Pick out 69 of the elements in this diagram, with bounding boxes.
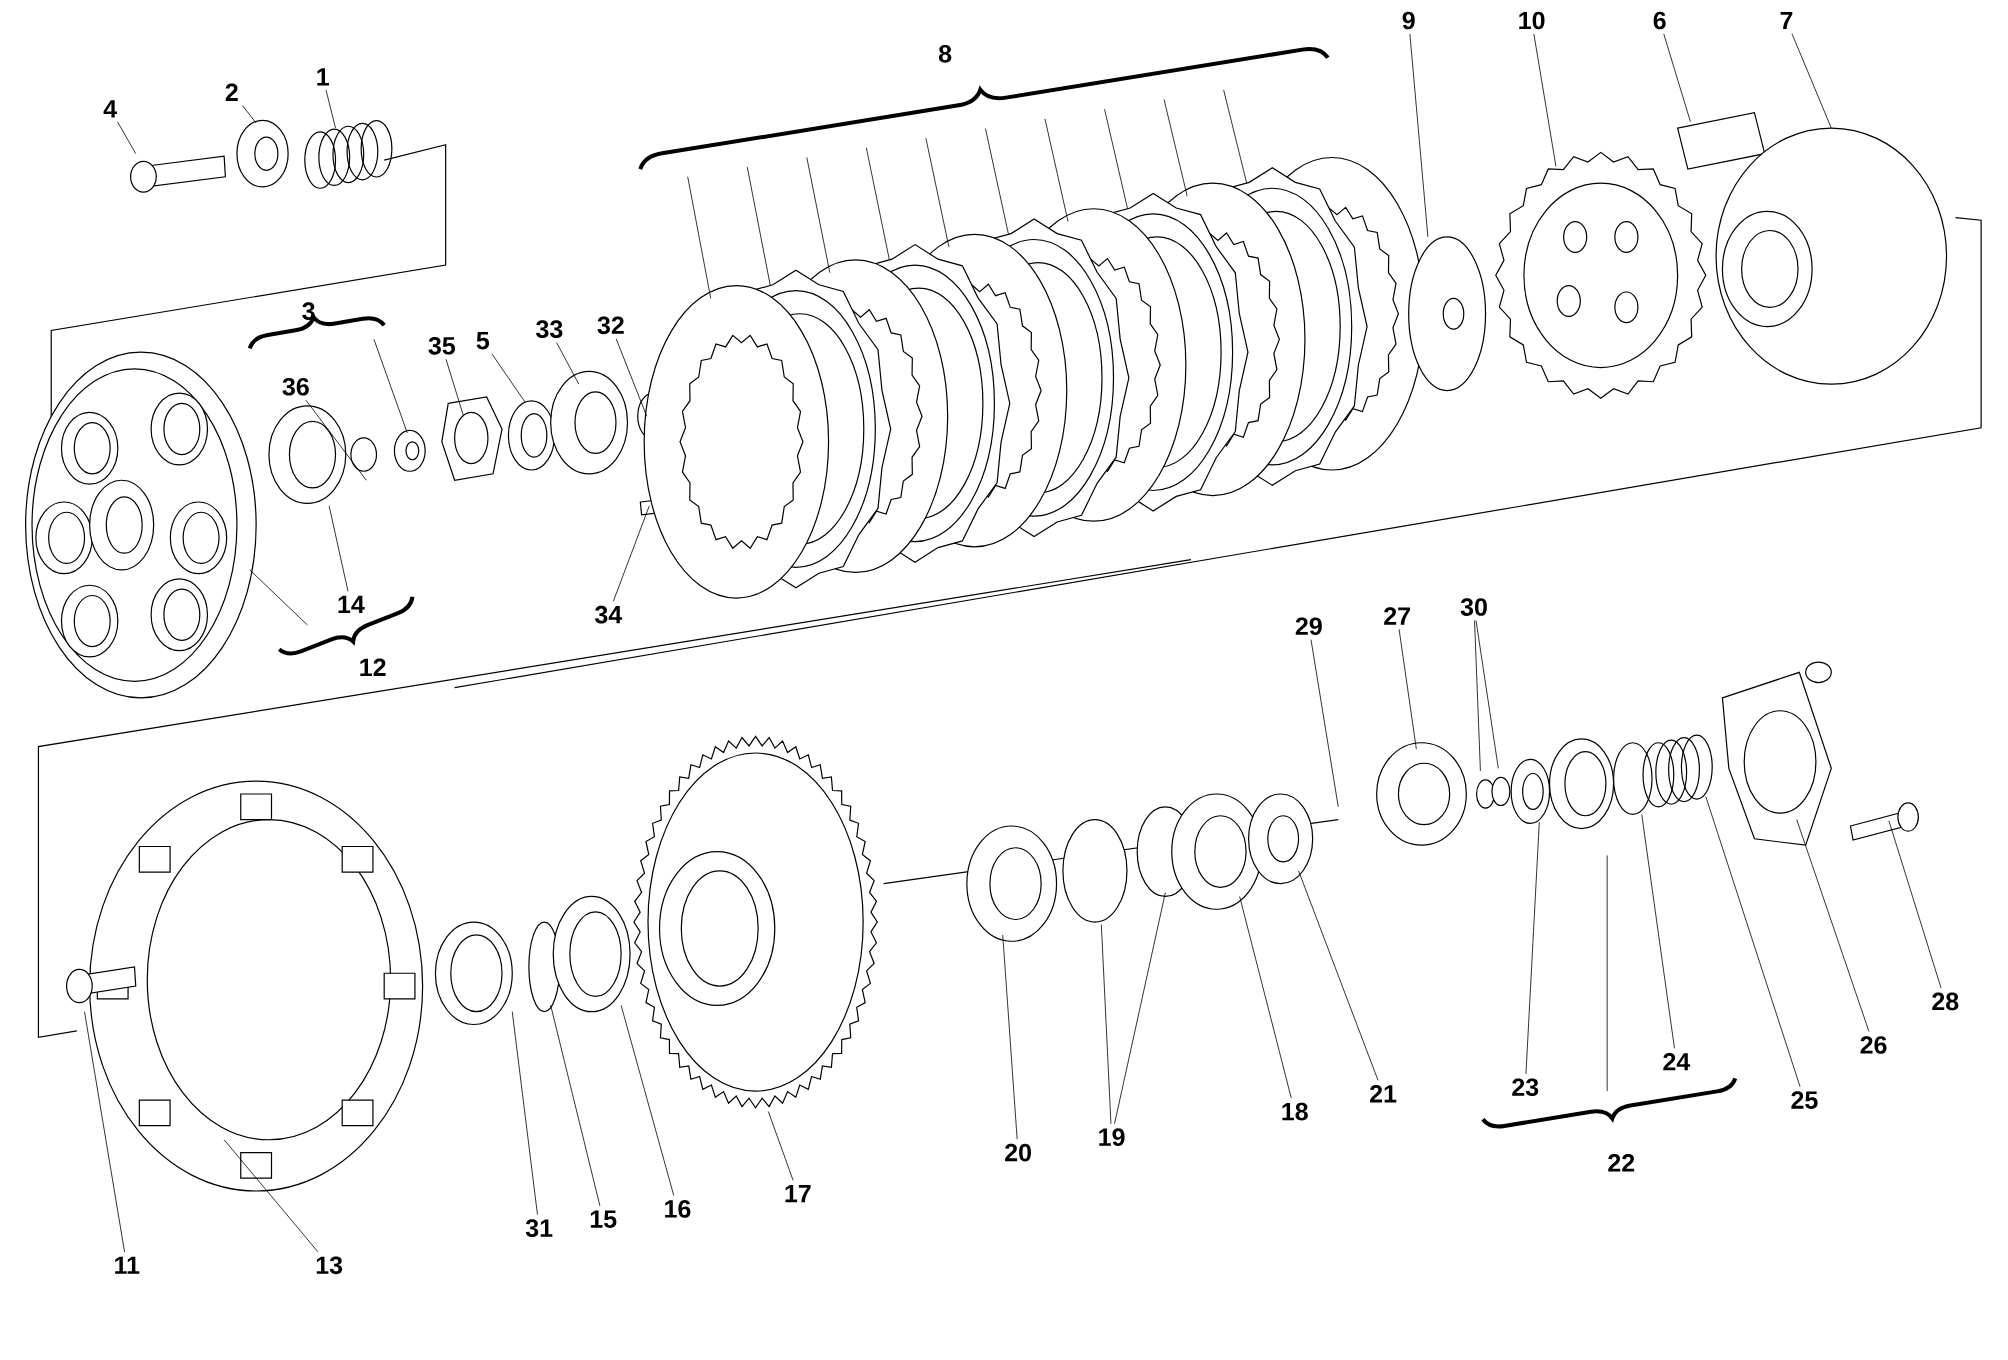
callout-number: 12 (360, 658, 386, 676)
leader-line (550, 1004, 601, 1207)
leader-line (1796, 819, 1870, 1032)
callout-number: 1 (317, 68, 329, 86)
leader-line (1474, 620, 1481, 772)
callout-number: 18 (1282, 1102, 1308, 1121)
leader-line (1525, 821, 1540, 1075)
leader-line (1239, 896, 1292, 1099)
callout-number: 7 (1780, 11, 1793, 30)
callout-number: 11 (115, 1256, 140, 1274)
leader-line (1398, 628, 1417, 750)
leader-line (768, 1111, 794, 1181)
leader-line (1475, 620, 1499, 769)
callout-number: 19 (1099, 1128, 1125, 1147)
callout-number: 33 (536, 320, 563, 338)
leader-line (1705, 796, 1801, 1087)
callout-number: 31 (525, 1219, 553, 1237)
callout-number: 23 (1512, 1078, 1539, 1097)
leader-line (1100, 924, 1112, 1125)
callout-number: 10 (1519, 11, 1545, 30)
callout-number: 17 (785, 1184, 811, 1203)
callout-number: 2 (225, 83, 238, 101)
callout-number: 32 (597, 316, 624, 335)
leader-line (223, 1139, 319, 1253)
leader-line (620, 1004, 675, 1196)
callout-number: 36 (282, 377, 309, 396)
leader-line (556, 342, 580, 385)
leader-line (241, 105, 257, 124)
callout-number: 16 (665, 1200, 691, 1218)
callout-number: 24 (1663, 1052, 1691, 1071)
leader-line (84, 1011, 125, 1253)
callout-number: 8 (938, 44, 952, 63)
callout-number: 25 (1791, 1091, 1818, 1109)
leader-line (1298, 870, 1379, 1081)
leader-line (1114, 892, 1166, 1125)
leader-line (615, 338, 648, 417)
leader-line (445, 358, 464, 417)
callout-number: 27 (1384, 607, 1410, 625)
leader-line (1533, 33, 1557, 167)
callout-number: 30 (1460, 598, 1487, 616)
leader-line (1888, 820, 1942, 989)
callout-number: 15 (590, 1210, 617, 1228)
leader-line (117, 121, 137, 155)
callout-number: 9 (1402, 11, 1415, 30)
callout-number: 14 (338, 595, 365, 614)
callout-number: 4 (103, 100, 117, 118)
leader-line (325, 89, 336, 129)
callout-number: 6 (1653, 11, 1666, 30)
leader-line (612, 505, 650, 602)
callout-number: 28 (1932, 992, 1959, 1011)
leader-line (491, 353, 526, 403)
leader-line (1663, 33, 1691, 123)
callout-number: 22 (1608, 1154, 1635, 1172)
callout-number: 29 (1295, 617, 1322, 636)
leader-line (1409, 33, 1429, 238)
leader-line (328, 505, 349, 592)
leader-line (511, 1011, 538, 1216)
leader-line (1002, 934, 1018, 1140)
callout-number: 34 (594, 605, 623, 624)
callout-number: 20 (1005, 1143, 1031, 1162)
callout-number: 13 (316, 1256, 343, 1275)
callout-number: 5 (476, 331, 490, 350)
leader-line (1791, 33, 1832, 129)
leader-line (1641, 814, 1675, 1049)
leader-line (305, 399, 367, 481)
callout-number: 35 (428, 336, 456, 355)
leader-line (1310, 639, 1339, 808)
callout-number: 26 (1860, 1036, 1887, 1054)
callout-number: 21 (1370, 1084, 1397, 1103)
